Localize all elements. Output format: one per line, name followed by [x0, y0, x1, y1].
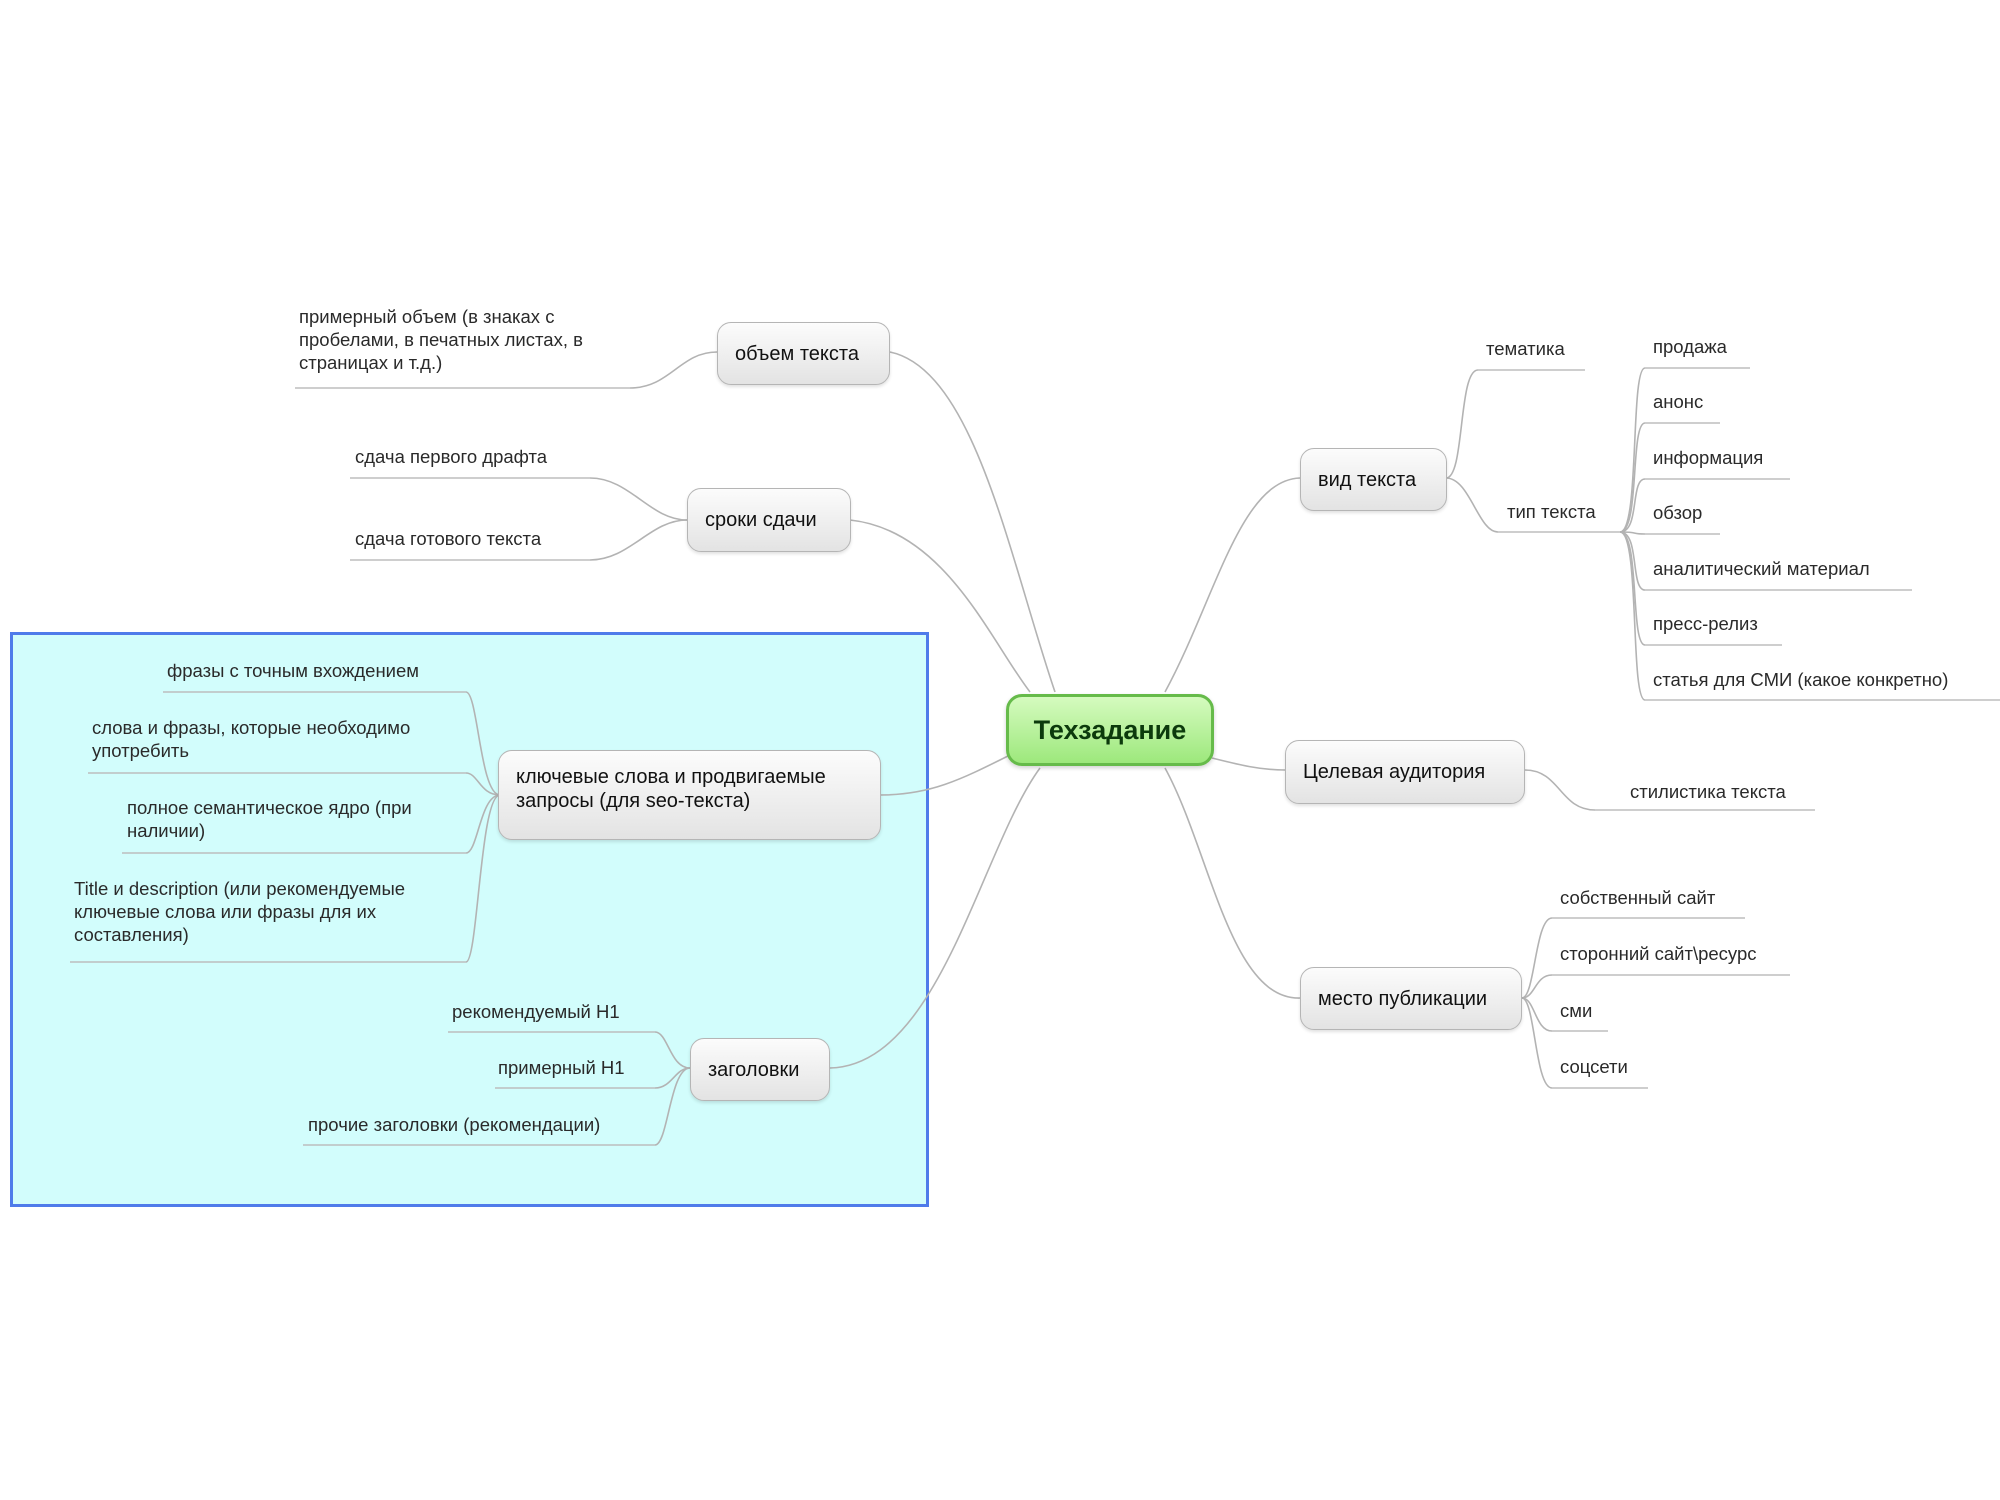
leaf-kw-semantic-line-1: полное семантическое ядро (при — [127, 797, 412, 818]
leaf-kw-meta-line-2: ключевые слова или фразы для их — [74, 901, 377, 922]
connector-kw-must — [465, 772, 501, 796]
connector-kw-meta — [465, 794, 501, 963]
leaf-place-media[interactable]: сми — [1560, 1000, 1593, 1021]
leaf-kw-must-line-1: слова и фразы, которые необходимо — [92, 717, 411, 738]
connector-type — [1445, 477, 1499, 533]
leaf-kw-must-line-2: употребить — [92, 740, 190, 761]
leaf-kw-meta[interactable]: Title и description (или рекомендуемые к… — [74, 877, 405, 946]
branch-text-kind[interactable]: вид текста — [1300, 448, 1447, 511]
connector-placement — [1164, 767, 1301, 999]
leaf-h-other[interactable]: прочие заголовки (рекомендации) — [308, 1114, 601, 1135]
leaf-type-analytics[interactable]: аналитический материал — [1653, 558, 1870, 579]
leaf-volume-line-3: страницах и т.д.) — [299, 352, 443, 373]
leaf-style[interactable]: стилистика текста — [1630, 781, 1786, 802]
leaf-place-social[interactable]: соцсети — [1560, 1056, 1628, 1077]
connector-type-7 — [1619, 531, 1646, 701]
leaf-kw-exact[interactable]: фразы с точным вхождением — [167, 660, 420, 681]
branch-keywords[interactable]: ключевые слова и продвигаемые запросы (д… — [498, 750, 881, 840]
connector-place-1 — [1521, 917, 1553, 999]
leaf-type-article[interactable]: статья для СМИ (какое конкретно) — [1653, 669, 1949, 690]
leaf-volume-line-1: примерный объем (в знаках с — [299, 306, 555, 327]
connector-text-kind — [1164, 477, 1301, 693]
branch-keywords-line-2: запросы (для seo-текста) — [516, 790, 751, 812]
connector-place-2 — [1521, 974, 1553, 999]
connector-place-4 — [1521, 997, 1553, 1089]
leaf-h-approx[interactable]: примерный H1 — [498, 1057, 625, 1078]
leaf-type-announce[interactable]: анонс — [1653, 391, 1704, 412]
leaf-deadline-first[interactable]: сдача первого драфта — [355, 446, 548, 467]
connector-deadline-first — [589, 477, 688, 521]
leaf-volume[interactable]: примерный объем (в знаках с пробелами, в… — [299, 305, 583, 374]
connector-volume-leaf — [629, 351, 718, 389]
branch-placement[interactable]: место публикации — [1300, 967, 1522, 1030]
connector-h-rec — [654, 1031, 691, 1069]
leaf-kw-meta-line-1: Title и description (или рекомендуемые — [74, 878, 406, 899]
leaf-type-info[interactable]: информация — [1653, 447, 1764, 468]
leaf-type[interactable]: тип текста — [1507, 501, 1596, 522]
connector-deadline-ready — [589, 519, 688, 561]
connector-h-other — [654, 1067, 691, 1146]
connector-type-4 — [1619, 531, 1646, 535]
highlight-region — [10, 632, 929, 1207]
connector-keywords — [879, 754, 1011, 796]
branch-volume[interactable]: объем текста — [717, 322, 890, 385]
leaf-kw-meta-line-3: составления) — [74, 924, 189, 945]
connector-style — [1524, 769, 1596, 811]
leaf-place-own[interactable]: собственный сайт — [1560, 887, 1716, 908]
connector-type-5 — [1619, 531, 1646, 591]
connector-type-1 — [1619, 367, 1646, 533]
leaf-kw-semantic-line-2: наличии) — [127, 820, 206, 841]
connector-volume — [889, 351, 1056, 693]
leaf-place-third[interactable]: сторонний сайт\ресурс — [1560, 943, 1757, 964]
connector-kw-exact — [465, 691, 501, 796]
leaf-deadline-ready[interactable]: сдача готового текста — [355, 528, 542, 549]
connector-type-2 — [1619, 422, 1646, 533]
connector-type-3 — [1619, 478, 1646, 533]
leaf-type-press[interactable]: пресс-релиз — [1653, 613, 1758, 634]
connector-topic — [1445, 369, 1479, 479]
leaf-volume-line-2: пробелами, в печатных листах, в — [299, 329, 583, 350]
leaf-kw-semantic[interactable]: полное семантическое ядро (при наличии) — [127, 796, 412, 842]
connector-kw-semantic — [465, 794, 501, 854]
connector-headings — [829, 767, 1041, 1069]
branch-headings[interactable]: заголовки — [690, 1038, 830, 1101]
branch-keywords-line-1: ключевые слова и продвигаемые — [516, 766, 826, 788]
leaf-type-sales[interactable]: продажа — [1653, 336, 1727, 357]
branch-audience[interactable]: Целевая аудитория — [1285, 740, 1525, 804]
branch-deadlines[interactable]: сроки сдачи — [687, 488, 851, 552]
leaf-h-rec[interactable]: рекомендуемый H1 — [452, 1001, 620, 1022]
leaf-topic[interactable]: тематика — [1486, 338, 1565, 359]
center-topic[interactable]: Техзадание — [1006, 694, 1214, 766]
leaf-type-review[interactable]: обзор — [1653, 502, 1703, 523]
leaf-kw-must[interactable]: слова и фразы, которые необходимо употре… — [92, 716, 410, 762]
connector-deadlines — [849, 519, 1031, 693]
connector-audience — [1211, 757, 1286, 771]
